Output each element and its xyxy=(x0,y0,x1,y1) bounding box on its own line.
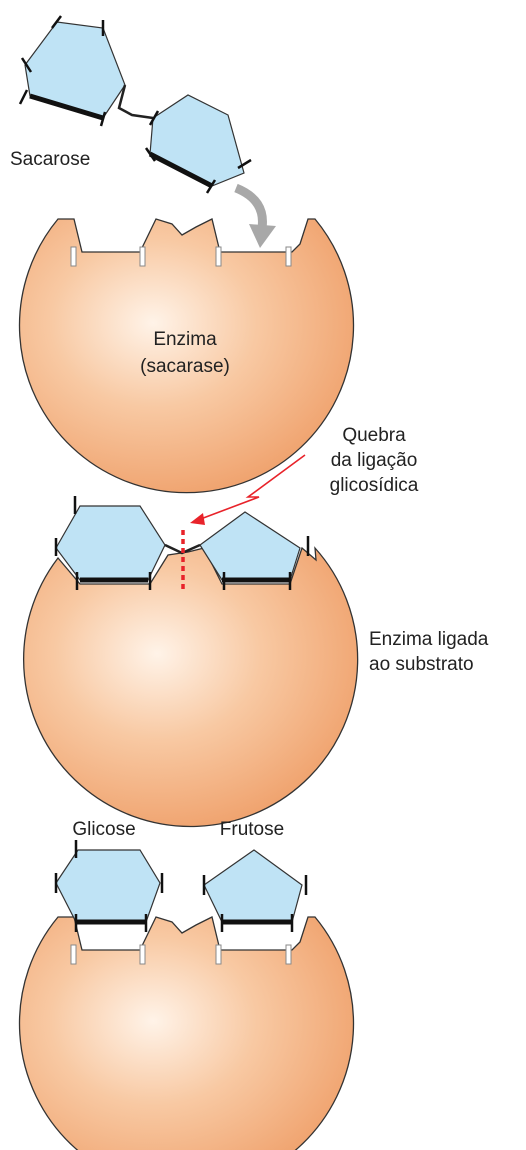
bond-break-label-1: Quebra xyxy=(342,425,406,446)
fructose-ring xyxy=(150,95,244,186)
glucose-ring xyxy=(25,22,125,118)
fructose-label: Frutose xyxy=(220,819,284,840)
bound-enzyme-label-2: ao substrato xyxy=(369,654,474,675)
bond-break-label-2: da ligação xyxy=(331,450,418,471)
bond-break-label-3: glicosídica xyxy=(330,475,419,496)
glucose-label: Glicose xyxy=(72,819,135,840)
fructose-product xyxy=(204,850,306,932)
bound-enzyme xyxy=(24,548,358,826)
enzyme-label: Enzima xyxy=(153,329,217,350)
bound-enzyme-label-1: Enzima ligada xyxy=(369,629,489,650)
enzyme-name-label: (sacarase) xyxy=(140,356,230,377)
bound-fructose-ring xyxy=(200,512,300,580)
bound-substrate xyxy=(56,496,308,590)
bound-glucose-ring xyxy=(56,506,165,580)
approach-arrow xyxy=(236,188,276,248)
glycosidic-bond xyxy=(119,85,153,118)
released-enzyme xyxy=(20,917,354,1150)
sucrose-label: Sacarose xyxy=(10,149,90,170)
